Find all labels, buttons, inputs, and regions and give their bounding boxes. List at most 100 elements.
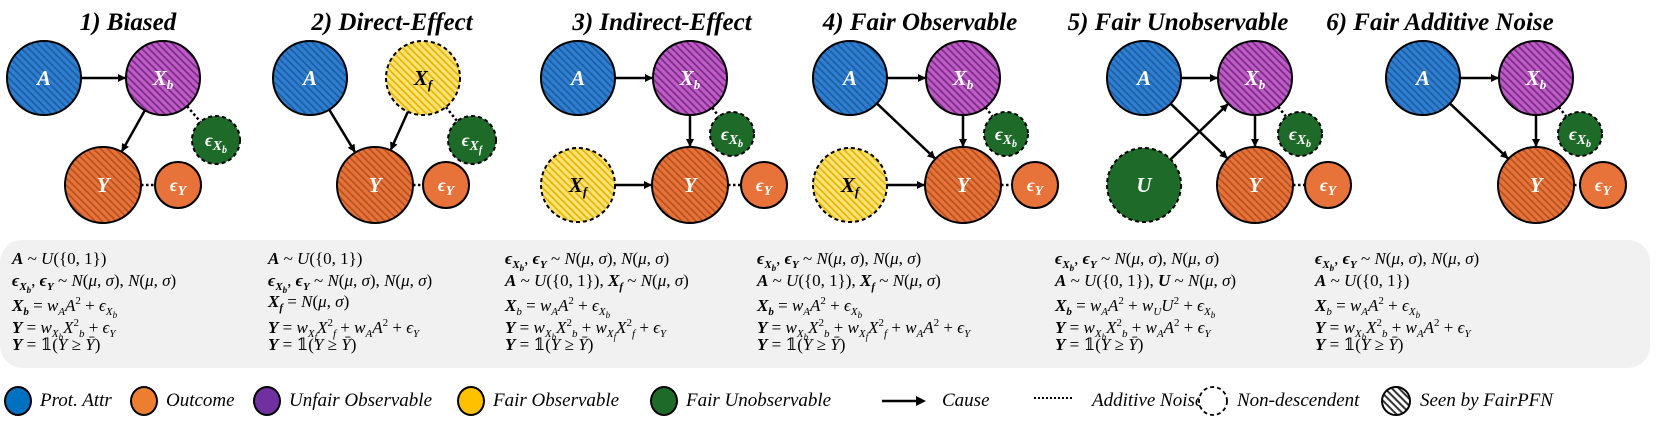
legend-label: Prot. Attr [40, 390, 112, 411]
legend-item: Fair Observable [457, 384, 619, 418]
node-eY: ϵY [740, 161, 788, 209]
node-A: A [6, 40, 82, 116]
equations-panel-1: A ~ U({0, 1})ϵXb, ϵY ~ N(μ, σ), N(μ, σ)X… [12, 248, 176, 356]
noise-link [444, 106, 459, 122]
node-A: A [1106, 40, 1182, 116]
node-label: A [841, 66, 857, 90]
noise-link [711, 106, 720, 118]
node-A: A [812, 40, 888, 116]
equation-line: Xb = wAA2 + ϵXb [12, 295, 118, 320]
node-label: Xb [679, 66, 701, 92]
equation-line: A ~ U({0, 1}), Xf ~ N(μ, σ) [505, 270, 689, 293]
node-Y: Y [1497, 146, 1575, 224]
legend-item: Unfair Observable [253, 384, 432, 418]
node-eXb: ϵXb [983, 111, 1029, 157]
node-label: A [1414, 66, 1430, 90]
legend-label: Outcome [166, 390, 235, 411]
node-label: Y [957, 173, 972, 197]
arrow-icon [882, 396, 926, 406]
node-label: Xb [152, 66, 174, 92]
node-label: ϵY [170, 175, 188, 199]
legend-label: Additive Noise [1092, 390, 1204, 411]
equation-line: A ~ U({0, 1}) [1315, 270, 1410, 290]
node-Xf: Xf [540, 147, 616, 223]
equation-line: Y = 𝟙(Y ≥ Ȳ) [505, 335, 594, 354]
node-label: Xf [568, 173, 589, 199]
panel-title: 2) Direct-Effect [310, 9, 473, 36]
node-U: U [1106, 147, 1182, 223]
node-label: ϵY [438, 175, 456, 199]
panel-title: 3) Indirect-Effect [571, 9, 752, 36]
node-eY: ϵY [1011, 161, 1059, 209]
node-Xb: Xb [125, 40, 201, 116]
equation-line: ϵXb, ϵY ~ N(μ, σ), N(μ, σ) [12, 270, 177, 295]
legend-item: Non-descendent [1197, 384, 1359, 418]
equation-line: Y = wXfX2f + wAA2 + ϵY [268, 316, 420, 342]
equation-line: Y = wXbX2b + wXfX2f + wAA2 + ϵY [757, 316, 971, 342]
cause-arrow [876, 102, 936, 160]
node-label: A [569, 66, 585, 90]
legend-label: Fair Observable [493, 390, 620, 411]
node-Y: Y [924, 146, 1002, 224]
node-Y: Y [64, 146, 142, 224]
node-label: ϵXf [462, 130, 484, 156]
panel-title: 4) Fair Observable [822, 9, 1017, 36]
legend-label: Seen by FairPFN [1420, 390, 1553, 411]
equation-line: Xb = wAA2 + ϵXb [757, 295, 863, 320]
legend-item: Additive Noise [1030, 384, 1203, 418]
equation-line: ϵXb, ϵY ~ N(μ, σ), N(μ, σ) [757, 249, 922, 273]
equations-panel-2: A ~ U({0, 1})ϵXb, ϵY ~ N(μ, σ), N(μ, σ)X… [268, 248, 432, 356]
node-Y: Y [336, 146, 414, 224]
cause-arrow [1449, 102, 1509, 160]
node-Xb: Xb [652, 40, 728, 116]
node-eY: ϵY [1579, 161, 1627, 209]
node-label: ϵXb [1569, 124, 1591, 150]
equation-line: Xb = wAA2 + wUU2 + ϵXb [1055, 295, 1216, 320]
dashed-circle-icon [1198, 386, 1228, 416]
panel-title: 5) Fair Unobservable [1068, 9, 1289, 36]
node-Xb: Xb [1498, 40, 1574, 116]
equation-line: Y = wXbX2b + wAA2 + ϵY [1315, 316, 1471, 342]
node-label: A [1135, 66, 1151, 90]
equations-panel-3: ϵXb, ϵY ~ N(μ, σ), N(μ, σ)A ~ U({0, 1}),… [505, 248, 689, 356]
node-eXb: ϵXb [1277, 111, 1323, 157]
dotted-line-icon [1034, 397, 1074, 399]
node-Xf: Xf [812, 147, 888, 223]
legend-label: Non-descendent [1237, 390, 1360, 411]
blue-circle-icon [4, 386, 32, 416]
equation-line: Y = wXbX2b + wXfX2f + ϵY [505, 316, 667, 342]
node-label: Y [1249, 173, 1264, 197]
node-label: ϵY [1027, 175, 1045, 199]
equations-panel-5: ϵXb, ϵY ~ N(μ, σ), N(μ, σ)A ~ U({0, 1}),… [1055, 248, 1236, 356]
node-eXf: ϵXf [447, 115, 497, 165]
hatched-circle-icon [1381, 386, 1411, 416]
equation-line: Y = 𝟙(Y ≥ Ȳ) [12, 335, 101, 354]
orange-circle-icon [130, 386, 158, 416]
node-Xb: Xb [925, 40, 1001, 116]
node-label: A [301, 66, 317, 90]
equation-line: Y = wXbX2b + wAA2 + ϵY [1055, 316, 1211, 342]
cause-arrow [1169, 103, 1229, 161]
node-label: ϵY [756, 175, 774, 199]
node-A: A [1385, 40, 1461, 116]
legend-label: Unfair Observable [289, 390, 433, 411]
equation-line: ϵXb, ϵY ~ N(μ, σ), N(μ, σ) [505, 249, 670, 273]
panel-title: 6) Fair Additive Noise [1326, 9, 1554, 36]
node-label: Xb [1244, 66, 1266, 92]
node-label: Y [97, 173, 112, 197]
green-circle-icon [650, 386, 678, 416]
panel-title: 1) Biased [80, 9, 177, 36]
node-label: Xb [952, 66, 974, 92]
noise-link [186, 105, 202, 123]
node-eXb: ϵXb [1557, 111, 1603, 157]
yellow-circle-icon [457, 386, 485, 416]
node-label: Y [369, 173, 384, 197]
cause-arrow [389, 111, 409, 151]
